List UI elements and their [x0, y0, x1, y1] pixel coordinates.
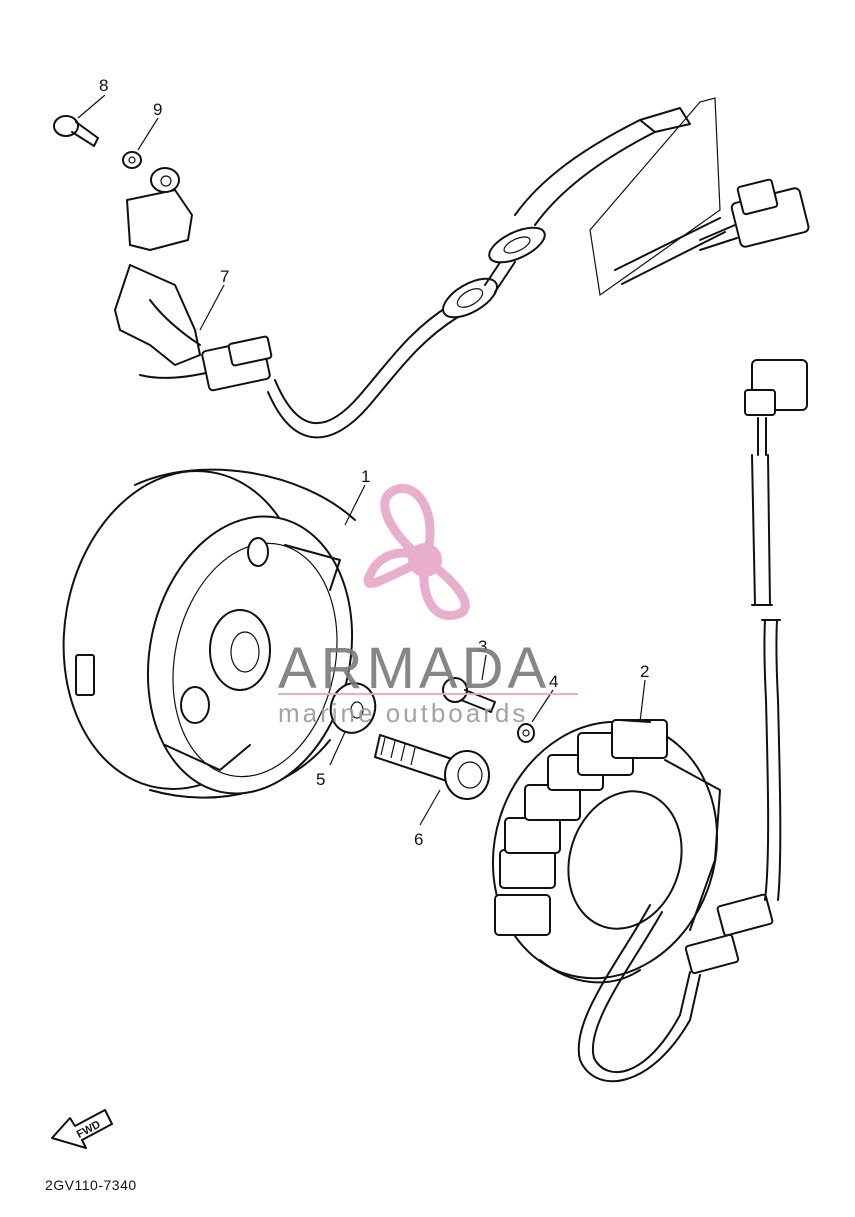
washer-part-9 [122, 151, 142, 169]
bolt-part-6 [374, 734, 490, 800]
stator-wiring [577, 359, 808, 1083]
screw-part-8 [53, 115, 99, 147]
part-label-3: 3 [478, 637, 487, 656]
washer-part-5 [329, 682, 377, 734]
part-label-5: 5 [316, 770, 325, 789]
propeller-logo-icon [363, 484, 470, 620]
fwd-direction-arrow: FWD [51, 1109, 113, 1149]
part-label-4: 4 [549, 672, 558, 691]
watermark-tagline: marine outboards [278, 698, 528, 728]
stator-coil [491, 719, 721, 984]
part-label-6: 6 [414, 830, 423, 849]
bolt-part-3 [442, 677, 496, 713]
part-labels: 8 9 7 1 3 4 2 5 6 [99, 76, 649, 849]
washer-part-4 [517, 723, 535, 743]
part-label-2: 2 [640, 662, 649, 681]
watermark-brand: ARMADA [278, 636, 550, 701]
brand-watermark: ARMADA marine outboards [278, 484, 578, 728]
part-label-7: 7 [220, 267, 229, 286]
pulser-coil-harness [114, 97, 810, 439]
part-label-8: 8 [99, 76, 108, 95]
part-label-9: 9 [153, 100, 162, 119]
diagram-code: 2GV110-7340 [45, 1177, 137, 1193]
flywheel-rotor [62, 468, 356, 799]
leader-lines [77, 94, 646, 826]
part-label-1: 1 [361, 467, 370, 486]
